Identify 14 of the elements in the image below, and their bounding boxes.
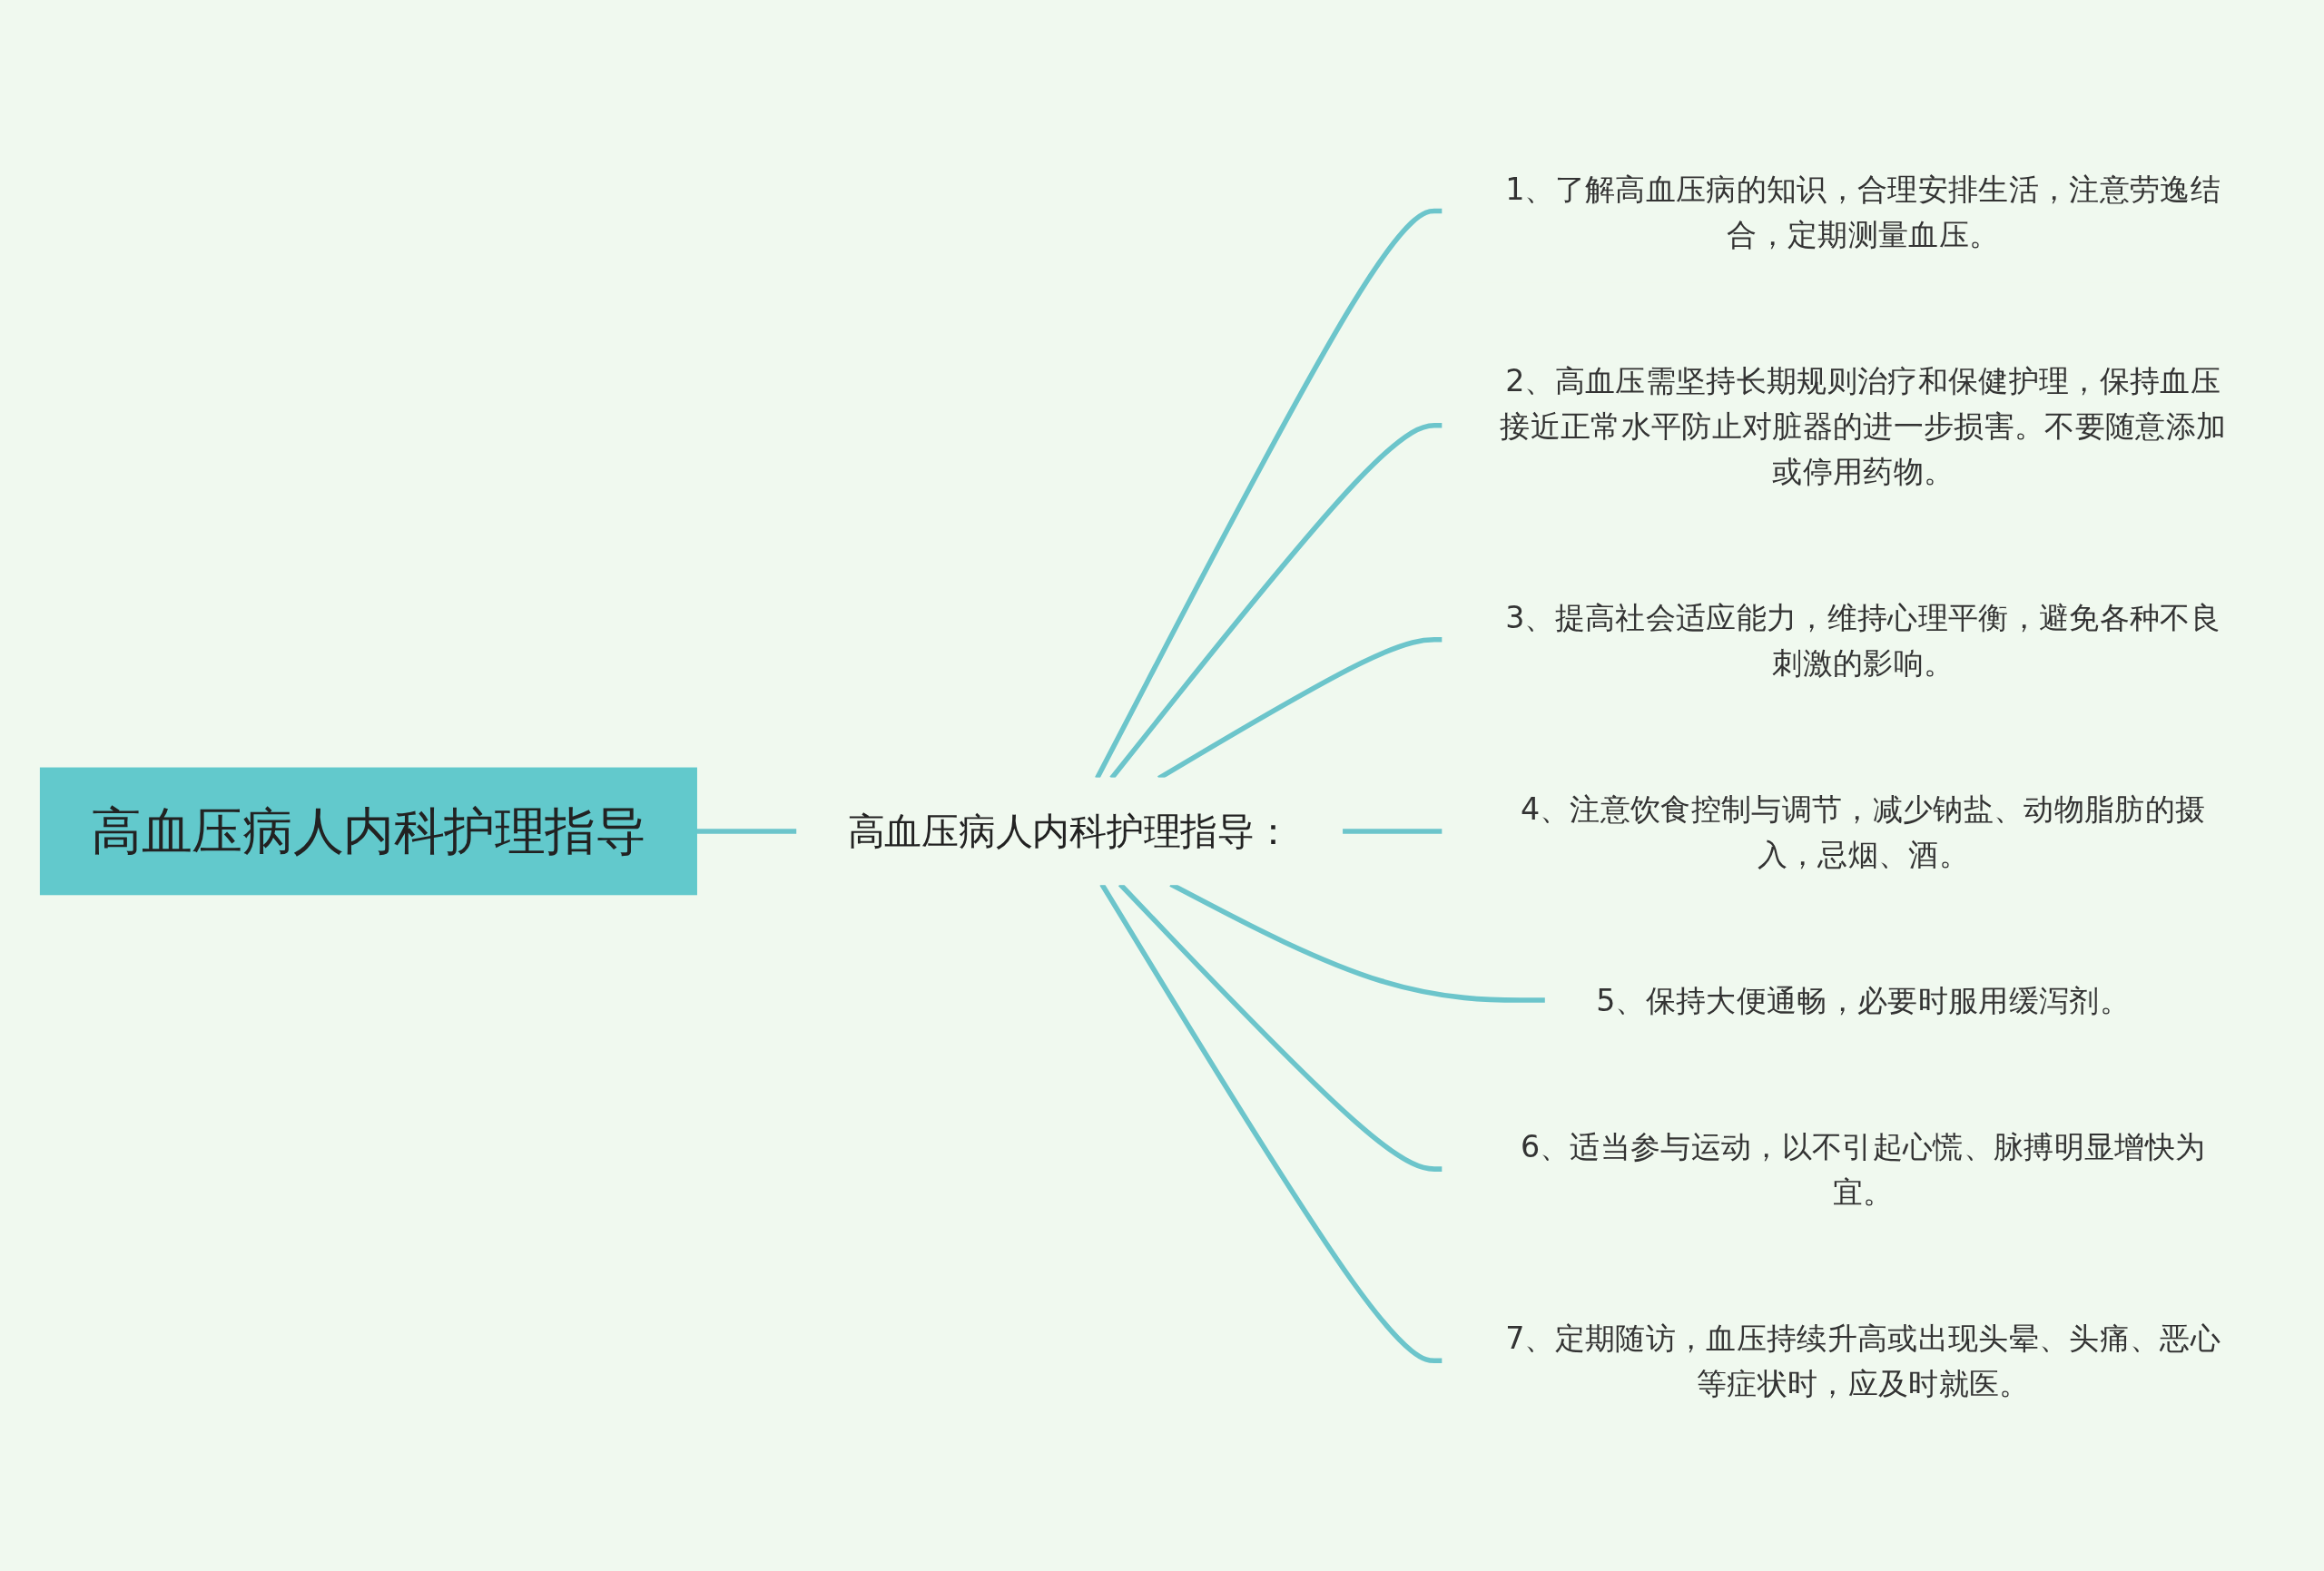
node-box: 高血压病人内科护理指导 <box>39 767 697 895</box>
node-text: 4、注意饮食控制与调节，减少钠盐、动物脂肪的摄入，忌烟、酒。 <box>1520 790 2206 871</box>
connector <box>1099 882 1443 1363</box>
connector <box>1095 208 1443 780</box>
node-text: 6、适当参与运动，以不引起心慌、脉搏明显增快为宜。 <box>1520 1128 2206 1210</box>
connector <box>1109 422 1443 780</box>
connector <box>1342 828 1443 834</box>
node-text: 1、了解高血压病的知识，合理安排生活，注意劳逸结合，定期测量血压。 <box>1505 170 2221 251</box>
node-text: 5、保持大便通畅，必要时服用缓泻剂。 <box>1596 982 2131 1018</box>
node-text: 2、高血压需坚持长期规则治疗和保健护理，保持血压接近正常水平防止对脏器的进一步损害。不要随意添加或停用药物。 <box>1500 361 2227 488</box>
connector <box>696 828 798 834</box>
node-text: 3、提高社会适应能力，维持心理平衡，避免各种不良刺激的影响。 <box>1505 598 2221 680</box>
node-text: 7、定期随访，血压持续升高或出现头晕、头痛、恶心等症状时，应及时就医。 <box>1505 1320 2221 1401</box>
node-text: 高血压病人内科护理指导： <box>847 810 1292 852</box>
